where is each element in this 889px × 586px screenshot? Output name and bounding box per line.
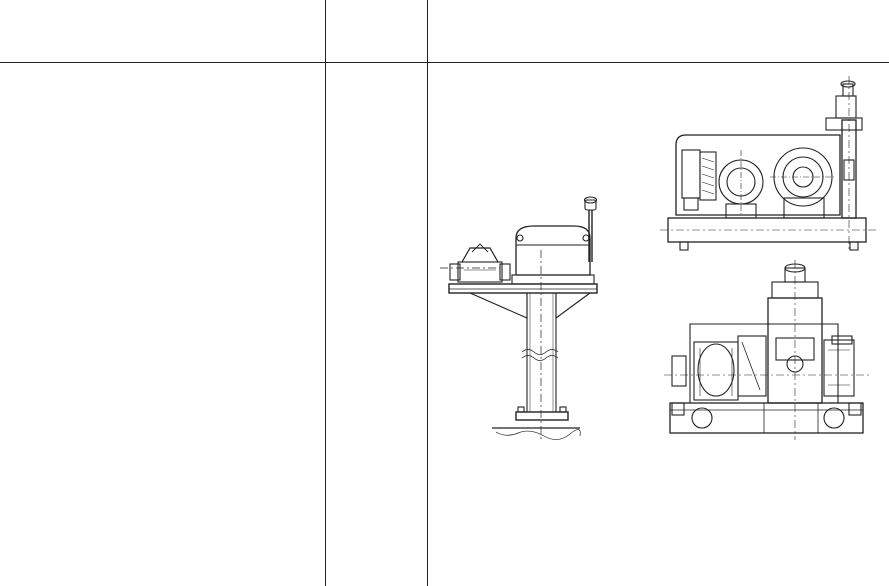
winch-front-view-drawing xyxy=(664,260,870,440)
header-divider xyxy=(0,62,889,63)
pedestal-winch-drawing xyxy=(440,196,598,440)
column-divider-1 xyxy=(325,0,326,586)
column-divider-2 xyxy=(427,0,428,586)
winch-top-view-drawing xyxy=(660,76,876,251)
